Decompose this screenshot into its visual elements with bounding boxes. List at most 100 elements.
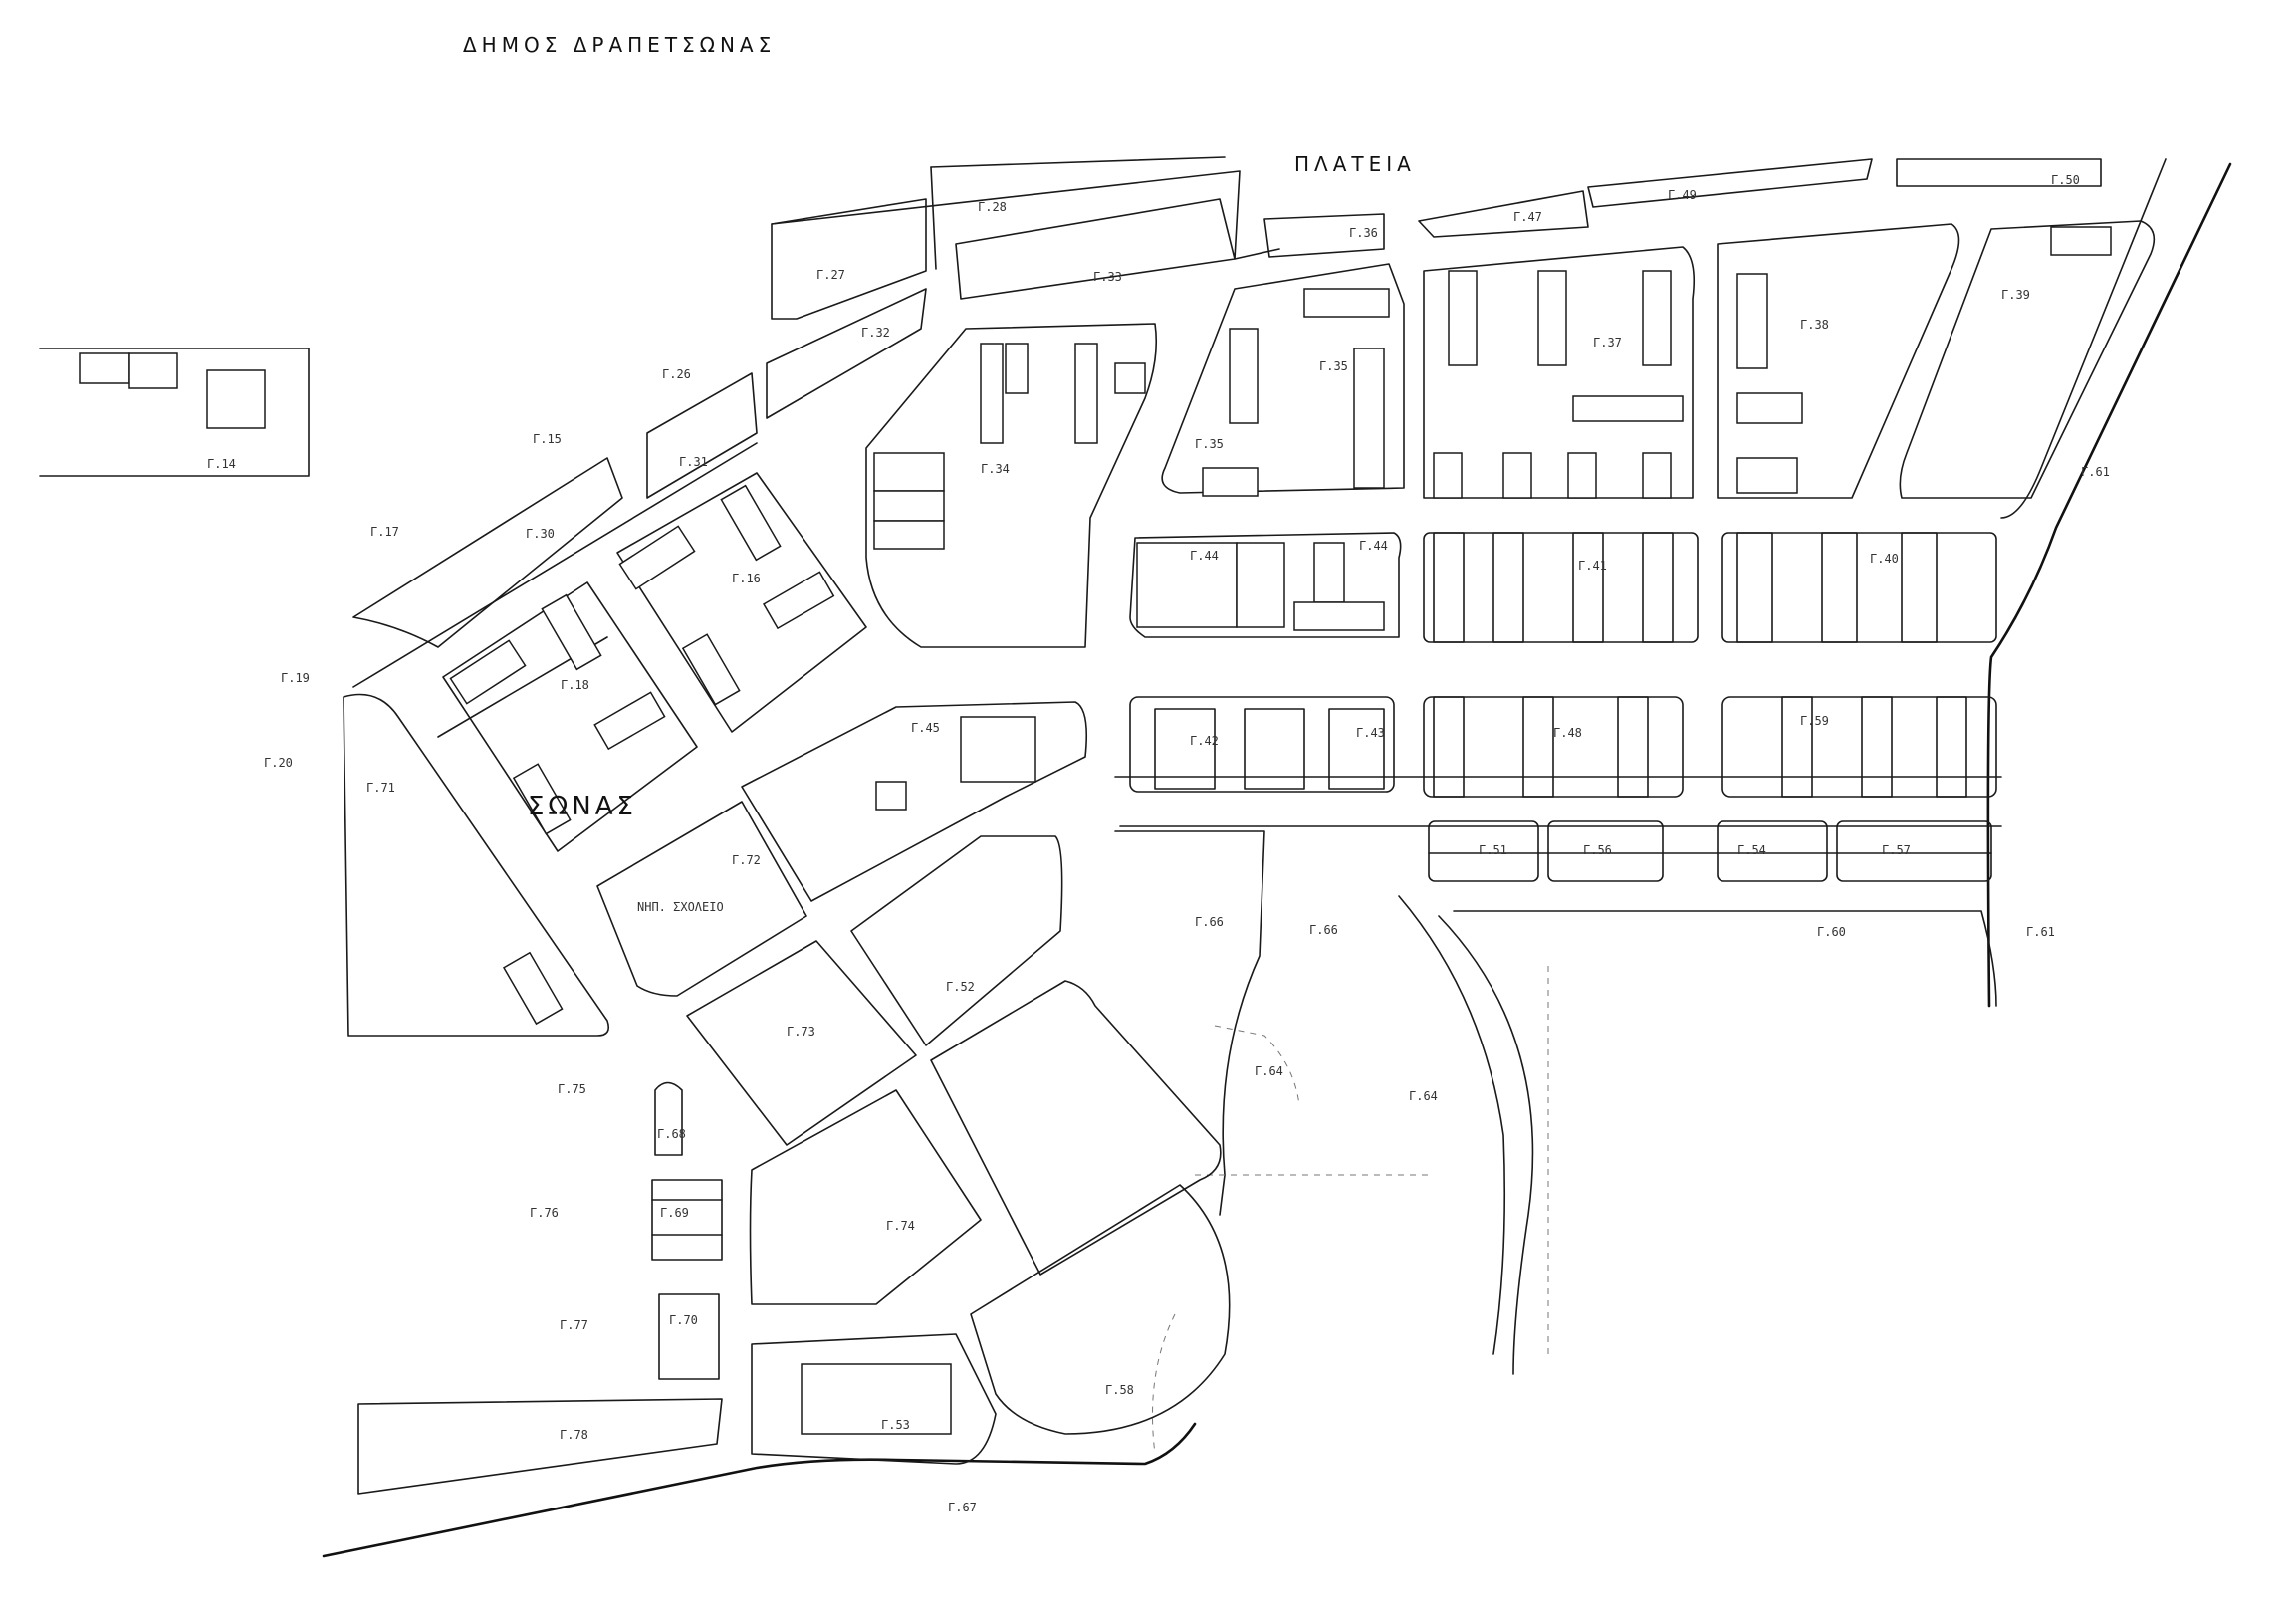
block-g40-bldg-2 bbox=[1821, 532, 1858, 643]
label-g49: Γ.49 bbox=[1668, 188, 1697, 202]
g44-bldg-2 bbox=[1236, 542, 1285, 628]
block-g32 bbox=[766, 288, 927, 419]
g44-bldg-1 bbox=[1136, 542, 1238, 628]
label-g16: Γ.16 bbox=[732, 572, 761, 585]
g34-bldg-4 bbox=[980, 343, 1004, 444]
block-g45 bbox=[741, 701, 1088, 902]
label-g45: Γ.45 bbox=[911, 721, 940, 735]
block-g15 bbox=[352, 457, 623, 648]
block-g27 bbox=[771, 198, 927, 320]
g42-bldg-1 bbox=[1154, 708, 1216, 790]
g37-bldg-1 bbox=[1448, 270, 1478, 366]
label-g74: Γ.74 bbox=[886, 1219, 915, 1233]
block-g40 bbox=[1721, 532, 1997, 643]
label-g73: Γ.73 bbox=[787, 1025, 815, 1039]
label-g52: Γ.52 bbox=[946, 980, 975, 994]
g18-bldg-3 bbox=[593, 691, 666, 751]
north-road-link bbox=[930, 166, 937, 270]
g37-bldg-2 bbox=[1537, 270, 1567, 366]
label-g19: Γ.19 bbox=[281, 671, 310, 685]
label-g51: Γ.51 bbox=[1479, 843, 1507, 857]
g37-bldg-8 bbox=[1642, 452, 1672, 499]
label-g77: Γ.77 bbox=[560, 1318, 588, 1332]
label-g39: Γ.39 bbox=[2001, 288, 2030, 302]
label-g54: Γ.54 bbox=[1737, 843, 1766, 857]
diagonal-avenue bbox=[352, 442, 758, 688]
g42-bldg-2 bbox=[1244, 708, 1305, 790]
label-g34: Γ.34 bbox=[981, 462, 1010, 476]
label-g33: Γ.33 bbox=[1093, 270, 1122, 284]
block-g41-bldg-3 bbox=[1572, 532, 1604, 643]
block-g14-building-3 bbox=[128, 352, 178, 389]
label-g26: Γ.26 bbox=[662, 367, 691, 381]
g34-bldg-2 bbox=[873, 490, 945, 522]
g34-bldg-7 bbox=[1114, 362, 1146, 394]
label-g61b: Γ.61 bbox=[2026, 925, 2055, 939]
block-g41-bldg-4 bbox=[1642, 532, 1674, 643]
block-g41-bldg-2 bbox=[1492, 532, 1524, 643]
g39-bldg-1 bbox=[2050, 226, 2112, 256]
block-g14-building-2 bbox=[79, 352, 130, 384]
label-g75: Γ.75 bbox=[558, 1082, 586, 1096]
label-g50: Γ.50 bbox=[2051, 173, 2080, 187]
block-g31 bbox=[646, 372, 758, 499]
block-g73 bbox=[686, 940, 917, 1146]
church-building bbox=[960, 716, 1036, 783]
label-g53: Γ.53 bbox=[881, 1418, 910, 1432]
block-labels: Γ.14 Γ.15 Γ.16 Γ.17 Γ.18 Γ.19 Γ.20 Γ.26 … bbox=[207, 173, 2110, 1514]
block-g41-bldg-1 bbox=[1433, 532, 1465, 643]
plateia-label: ΠΛΑΤΕΙΑ bbox=[1294, 152, 1416, 176]
label-g59: Γ.59 bbox=[1800, 714, 1829, 728]
block-g16 bbox=[616, 472, 867, 733]
coastal-road bbox=[322, 1422, 1197, 1558]
label-g66: Γ.66 bbox=[1195, 915, 1224, 929]
west-road bbox=[39, 348, 310, 477]
district-label: ΣΩΝΑΣ bbox=[528, 792, 637, 821]
block-g72 bbox=[596, 801, 807, 997]
g35-bldg-2 bbox=[1229, 328, 1259, 424]
g71-bldg-1 bbox=[502, 951, 564, 1026]
label-g64b: Γ.64 bbox=[1409, 1089, 1438, 1103]
block-g58 bbox=[970, 1184, 1231, 1435]
blocks: ΝΗΠ. ΣΧΟΛΕΙΟ bbox=[79, 158, 2156, 1495]
label-g57: Γ.57 bbox=[1882, 843, 1911, 857]
block-g50 bbox=[1896, 158, 2102, 187]
g42-bldg-3 bbox=[1328, 708, 1385, 790]
block-g42 bbox=[1129, 696, 1395, 793]
label-g31: Γ.31 bbox=[679, 455, 708, 469]
g18-bldg-4 bbox=[512, 763, 572, 835]
g44-bldg-4 bbox=[1293, 601, 1385, 631]
label-g76: Γ.76 bbox=[530, 1206, 559, 1220]
block-g39 bbox=[1899, 220, 2156, 499]
g34-bldg-3 bbox=[873, 520, 945, 550]
g34-bldg-5 bbox=[1005, 343, 1029, 394]
block-g44 bbox=[1129, 532, 1402, 638]
g59-bldg-3 bbox=[1936, 696, 1967, 798]
g37-bldg-4 bbox=[1572, 395, 1684, 422]
g43-bldg-1 bbox=[1433, 696, 1465, 798]
block-g57 bbox=[1836, 820, 1992, 882]
label-g56: Γ.56 bbox=[1583, 843, 1612, 857]
label-g44: Γ.44 bbox=[1190, 549, 1219, 563]
label-g72: Γ.72 bbox=[732, 853, 761, 867]
block-g68 bbox=[654, 1081, 683, 1156]
block-g41 bbox=[1423, 532, 1699, 643]
rail-curve bbox=[1398, 895, 1506, 1355]
label-g35b: Γ.35 bbox=[1195, 437, 1224, 451]
industrial-edge bbox=[1114, 830, 1265, 1216]
rail-curve-2 bbox=[1438, 915, 1534, 1375]
label-g66b: Γ.66 bbox=[1309, 923, 1338, 937]
label-g61: Γ.61 bbox=[2081, 465, 2110, 479]
north-road-edge bbox=[771, 170, 1280, 260]
road-network bbox=[39, 156, 2232, 1558]
label-g15: Γ.15 bbox=[533, 432, 562, 446]
block-g55 bbox=[1547, 820, 1664, 882]
label-g32: Γ.32 bbox=[861, 326, 890, 340]
block-g74 bbox=[749, 1089, 982, 1305]
g35-bldg-4 bbox=[1202, 467, 1259, 497]
g37-bldg-6 bbox=[1502, 452, 1532, 499]
block-g14-building bbox=[206, 369, 266, 429]
label-g60: Γ.60 bbox=[1817, 925, 1846, 939]
block-g49 bbox=[1587, 158, 1873, 208]
block-g78 bbox=[357, 1398, 723, 1495]
